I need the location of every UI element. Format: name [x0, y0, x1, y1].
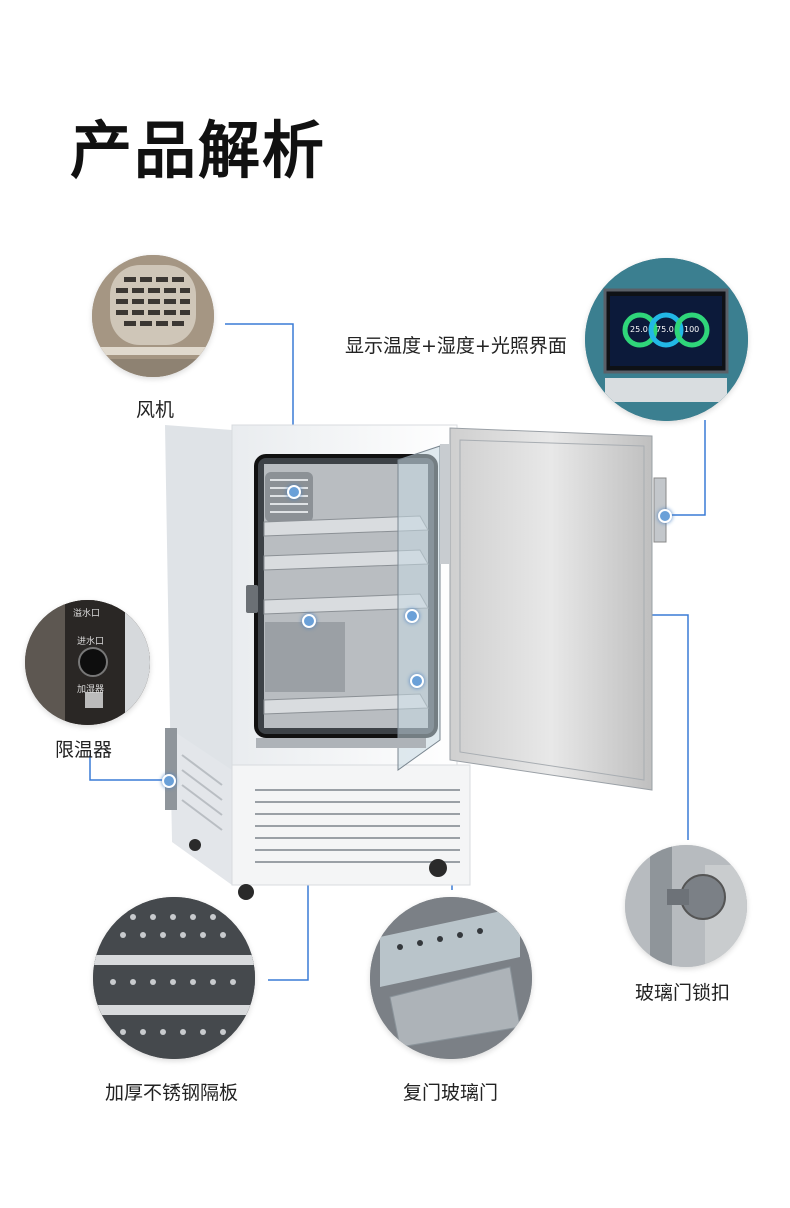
fan-label: 风机 [136, 399, 175, 421]
glassdoor-detail-image [370, 897, 532, 1059]
display-label: 显示温度+湿度+光照界面 [345, 335, 567, 357]
shelf-label: 加厚不锈钢隔板 [105, 1082, 239, 1104]
display-reading-temp: 25.0 [630, 325, 648, 334]
display-detail-image: 25.0 75.0 100 [585, 258, 748, 421]
lock-detail-image [625, 845, 747, 967]
limiter-label-overflow: 溢水口 [73, 609, 101, 619]
lock-indicator-dot [405, 609, 419, 623]
limiter-label-inlet: 进水口 [77, 637, 105, 647]
limiter-indicator-dot [162, 774, 176, 788]
glassdoor-label: 复门玻璃门 [403, 1082, 499, 1104]
shelf-detail-image [93, 897, 255, 1059]
limiter-label-humidifier: 加湿器 [77, 685, 105, 695]
fan-indicator-dot [287, 485, 301, 499]
display-reading-humidity: 75.0 [656, 325, 674, 334]
limiter-detail-image: 溢水口 进水口 加湿器 [25, 600, 150, 725]
limiter-label: 限温器 [55, 739, 113, 761]
display-reading-light: 100 [684, 325, 700, 334]
lock-label: 玻璃门锁扣 [635, 982, 731, 1004]
shelf-indicator-dot [302, 614, 316, 628]
fan-detail-image [92, 255, 214, 377]
glassdoor-indicator-dot [410, 674, 424, 688]
display-indicator-dot [658, 509, 672, 523]
page-title: 产品解析 [70, 114, 327, 187]
